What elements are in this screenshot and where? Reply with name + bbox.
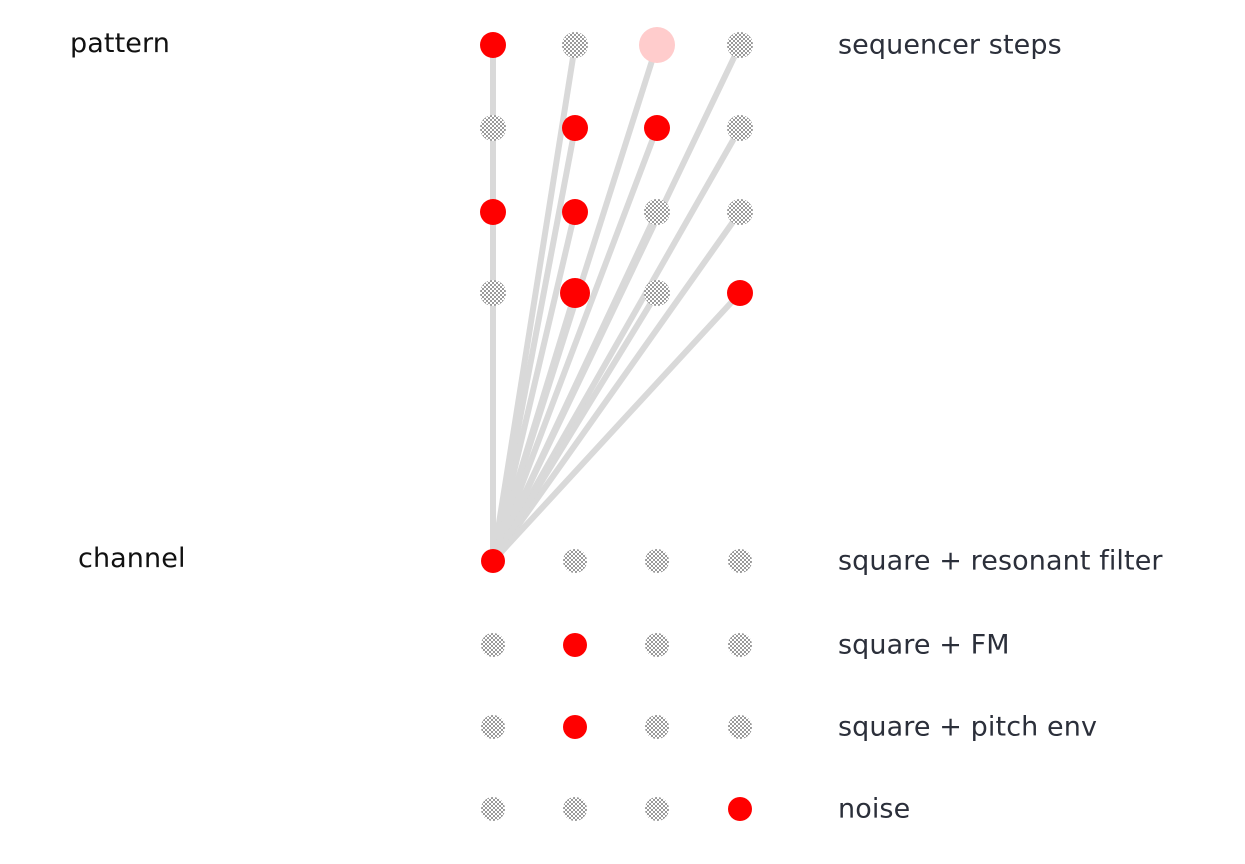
channel-node-r2-c2[interactable] bbox=[645, 715, 669, 739]
pattern-step-node-r1-c1[interactable] bbox=[562, 115, 588, 141]
channel-node-r2-c3[interactable] bbox=[728, 715, 752, 739]
channel-node-r1-c0[interactable] bbox=[481, 633, 505, 657]
channel-node-r3-c3[interactable] bbox=[728, 797, 752, 821]
channel-node-r1-c2[interactable] bbox=[645, 633, 669, 657]
edge-line bbox=[490, 210, 743, 563]
channel-node-r3-c1[interactable] bbox=[563, 797, 587, 821]
row-label-sequencer-steps: sequencer steps bbox=[838, 29, 1062, 61]
channel-node-r3-c0[interactable] bbox=[481, 797, 505, 821]
pattern-step-node-r1-c3[interactable] bbox=[727, 115, 753, 141]
section-caption-pattern: pattern bbox=[70, 28, 170, 59]
pattern-step-node-r1-c2[interactable] bbox=[644, 115, 670, 141]
channel-node-r0-c2[interactable] bbox=[645, 549, 669, 573]
edge-group bbox=[490, 43, 743, 564]
pattern-step-node-r0-c0[interactable] bbox=[480, 32, 506, 58]
pattern-step-node-r1-c0[interactable] bbox=[480, 115, 506, 141]
channel-node-r0-c3[interactable] bbox=[728, 549, 752, 573]
pattern-step-node-r3-c2[interactable] bbox=[644, 280, 670, 306]
channel-node-r1-c1[interactable] bbox=[563, 633, 587, 657]
pattern-step-node-r0-c2[interactable] bbox=[639, 27, 675, 63]
row-label-channel-0: square + resonant filter bbox=[838, 545, 1163, 577]
pattern-step-node-r0-c1[interactable] bbox=[562, 32, 588, 58]
edge-line bbox=[490, 291, 660, 563]
edge-line bbox=[490, 127, 578, 562]
channel-node-r1-c3[interactable] bbox=[728, 633, 752, 657]
edge-line bbox=[490, 126, 660, 563]
edge-line bbox=[490, 290, 743, 564]
channel-node-r0-c0[interactable] bbox=[481, 549, 505, 573]
channel-node-r2-c1[interactable] bbox=[563, 715, 587, 739]
channel-node-r3-c2[interactable] bbox=[645, 797, 669, 821]
pattern-step-node-r3-c0[interactable] bbox=[480, 280, 506, 306]
pattern-step-node-r2-c1[interactable] bbox=[562, 199, 588, 225]
pattern-step-node-r3-c3[interactable] bbox=[727, 280, 753, 306]
row-label-channel-1: square + FM bbox=[838, 629, 1010, 661]
pattern-step-node-r2-c0[interactable] bbox=[480, 199, 506, 225]
channel-node-r0-c1[interactable] bbox=[563, 549, 587, 573]
pattern-step-node-r0-c3[interactable] bbox=[727, 32, 753, 58]
pattern-step-node-r2-c3[interactable] bbox=[727, 199, 753, 225]
section-caption-channel: channel bbox=[78, 543, 186, 574]
row-label-channel-3: noise bbox=[838, 793, 911, 825]
edge-line bbox=[490, 292, 578, 562]
edge-line bbox=[490, 211, 578, 562]
channel-node-r2-c0[interactable] bbox=[481, 715, 505, 739]
pattern-step-node-r3-c1[interactable] bbox=[560, 278, 590, 308]
row-label-channel-2: square + pitch env bbox=[838, 711, 1098, 743]
pattern-step-node-r2-c2[interactable] bbox=[644, 199, 670, 225]
edge-line bbox=[490, 210, 660, 563]
